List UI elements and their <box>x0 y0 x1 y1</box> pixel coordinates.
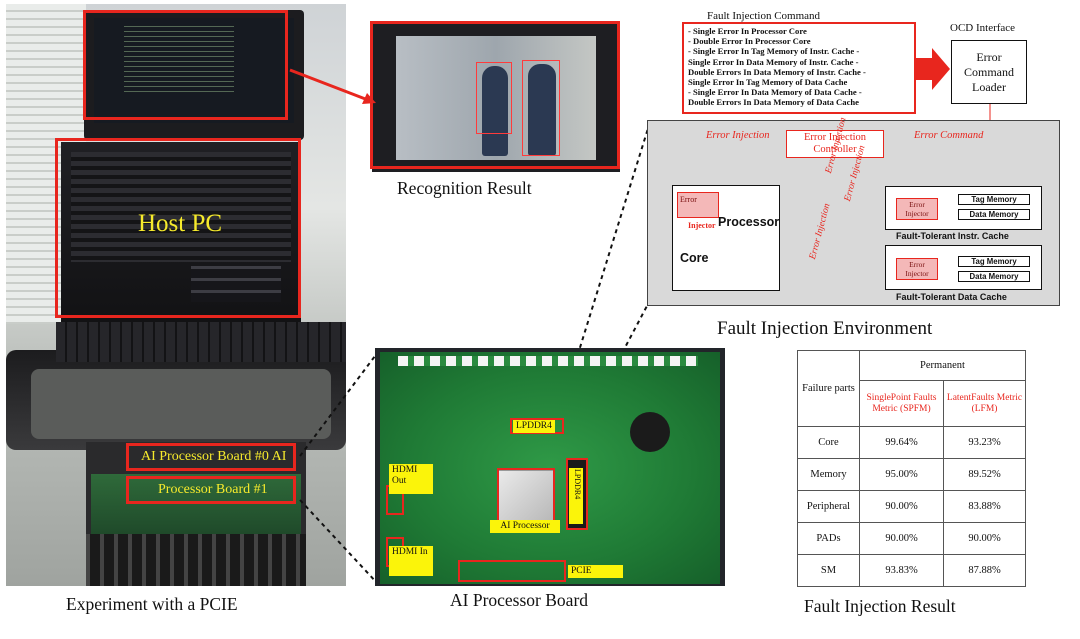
spfm-cell: 90.00% <box>859 490 944 523</box>
command-box: - Single Error In Processor Core - Doubl… <box>682 22 916 114</box>
data-cache-caption: Fault-Tolerant Data Cache <box>896 292 1007 302</box>
hdmi-out-tag: HDMI Out <box>389 464 433 494</box>
ram-highlight <box>566 458 588 530</box>
dcache-data-memory: Data Memory <box>958 271 1030 282</box>
result-caption: Fault Injection Result <box>804 596 956 616</box>
monitor-highlight <box>83 10 288 120</box>
lfm-header: LatentFaults Metric (LFM) <box>943 380 1026 427</box>
rack-shelf <box>86 534 306 586</box>
table-row: SM 93.83% 87.88% <box>797 554 1026 587</box>
lpddr4-highlight <box>510 418 564 434</box>
environment-caption: Fault Injection Environment <box>717 318 933 339</box>
dcache-tag-memory: Tag Memory <box>958 256 1030 267</box>
part-cell: Peripheral <box>797 490 860 523</box>
recognition-highlight <box>370 21 620 169</box>
command-title: Fault Injection Command <box>707 10 821 22</box>
part-cell: PADs <box>797 522 860 555</box>
pcie-tag: PCIE <box>568 565 623 578</box>
command-line: - Double Error In Processor Core <box>688 36 811 47</box>
monitor-to-recognition-line <box>289 68 369 102</box>
processor-injector-label: Injector <box>688 221 716 230</box>
part-cell: SM <box>797 554 860 587</box>
ai-processor-tag: AI Processor <box>490 520 560 533</box>
table-subheader-row: SinglePoint Faults Metric (SPFM) LatentF… <box>798 380 1026 427</box>
spfm-cell: 95.00% <box>859 458 944 491</box>
spfm-cell: 90.00% <box>859 522 944 555</box>
error-injection-controller: Error Injection Controller <box>786 130 884 158</box>
person-2 <box>528 64 556 156</box>
command-line: - Single Error In Tag Memory of Instr. C… <box>688 46 860 57</box>
lpddr4-tag: LPDDR4 <box>513 420 555 433</box>
board-caption: AI Processor Board <box>450 590 589 610</box>
command-line: Single Error In Data Memory of Instr. Ca… <box>688 56 859 67</box>
person-1 <box>482 66 508 156</box>
fault-injection-result-table: Failure parts Permanent SinglePoint Faul… <box>797 350 1026 587</box>
monitor-to-recognition-arrowhead <box>362 93 376 104</box>
table-row: PADs 90.00% 90.00% <box>797 522 1026 555</box>
host-pc-label: Host PC <box>137 210 223 237</box>
ai-processor-chip <box>498 470 554 522</box>
board0-label: AI Processor Board #0 AI <box>141 449 287 464</box>
lfm-cell: 89.52% <box>943 458 1026 491</box>
desk-surface <box>31 369 331 439</box>
icache-error-injector: Error Injector <box>896 198 938 220</box>
instr-cache-caption: Fault-Tolerant Instr. Cache <box>896 231 1009 241</box>
processor-label: Processor <box>718 215 780 229</box>
error-injection-label: Error Injection <box>706 130 770 141</box>
board1-label: Processor Board #1 <box>158 482 268 497</box>
pcie-highlight <box>458 560 566 582</box>
ocd-title: OCD Interface <box>950 22 1016 34</box>
recognition-screen <box>396 36 596 160</box>
core-label: Core <box>680 251 709 265</box>
host-pc-highlight <box>55 138 301 318</box>
spfm-cell: 99.64% <box>859 426 944 459</box>
lfm-cell: 83.88% <box>943 490 1026 523</box>
part-cell: Memory <box>797 458 860 491</box>
lfm-cell: 87.88% <box>943 554 1026 587</box>
keyboard <box>56 322 346 362</box>
spfm-header: SinglePoint Faults Metric (SPFM) <box>859 380 944 427</box>
command-line: Single Error In Tag Memory of Data Cache <box>688 77 848 88</box>
processor-core-box <box>672 185 780 291</box>
icache-tag-memory: Tag Memory <box>958 194 1030 205</box>
command-arrow-body <box>916 58 934 80</box>
chip-highlight <box>497 468 555 522</box>
processor-error-injector: Error <box>677 192 719 218</box>
terminal-text <box>124 26 234 96</box>
pcb-fan <box>630 412 670 452</box>
permanent-header: Permanent <box>859 350 1026 381</box>
pc-vents <box>71 152 291 262</box>
table-row: Memory 95.00% 89.52% <box>797 458 1026 491</box>
board1-highlight <box>126 476 296 504</box>
pc-drive-bays <box>191 266 281 302</box>
table-row: Peripheral 90.00% 83.88% <box>797 490 1026 523</box>
board0-highlight <box>126 443 296 471</box>
command-line: - Single Error In Data Memory of Data Ca… <box>688 87 862 98</box>
table-row: Core 99.64% 93.23% <box>797 426 1026 459</box>
failure-parts-header: Failure parts <box>797 350 860 427</box>
lfm-cell: 93.23% <box>943 426 1026 459</box>
experiment-caption: Experiment with a PCIE <box>66 594 238 614</box>
command-line: Double Errors In Data Memory of Instr. C… <box>688 66 866 77</box>
command-arrowhead <box>932 48 950 90</box>
dotted-line-board-top <box>299 351 379 457</box>
dcache-error-injector: Error Injector <box>896 258 938 280</box>
dotted-line-board-bottom <box>299 499 379 585</box>
experiment-photo <box>6 4 346 586</box>
error-command-loader: Error Command Loader <box>951 40 1027 104</box>
hdmi-in-tag: HDMI In <box>389 546 433 576</box>
icache-data-memory: Data Memory <box>958 209 1030 220</box>
recognition-caption: Recognition Result <box>397 178 532 198</box>
part-cell: Core <box>797 426 860 459</box>
error-command-label: Error Command <box>914 130 984 141</box>
lfm-cell: 90.00% <box>943 522 1026 555</box>
spfm-cell: 93.83% <box>859 554 944 587</box>
detection-box-2 <box>522 60 560 156</box>
command-line: - Single Error In Processor Core <box>688 26 807 36</box>
command-line: Double Errors In Data Memory of Data Cac… <box>688 97 859 108</box>
detection-box-1 <box>476 62 512 134</box>
table-header-row: Failure parts Permanent <box>797 350 1026 427</box>
pcb-header-pins <box>398 356 698 366</box>
lpddr-vertical-tag: LPDDR4 <box>569 468 583 524</box>
